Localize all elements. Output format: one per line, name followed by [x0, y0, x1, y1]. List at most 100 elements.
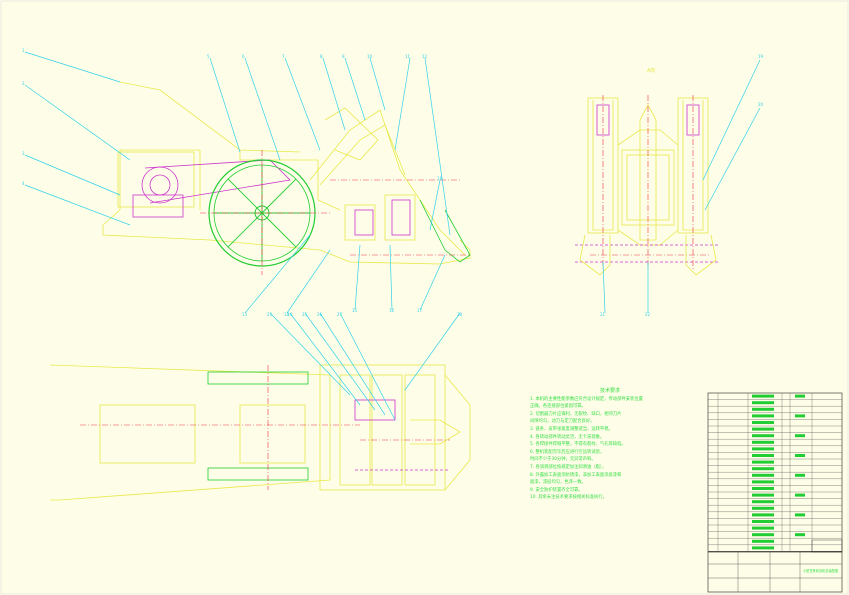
callout-number: 28 — [457, 312, 463, 317]
callout-leader — [209, 57, 241, 153]
left-skid — [579, 234, 611, 276]
side-chain-left — [596, 104, 610, 136]
cross-member — [617, 129, 679, 146]
hidden-gear-plan — [354, 399, 396, 421]
divider-plan — [444, 374, 471, 491]
note-line: 间隙均匀，动刀与定刀配合良好。 — [530, 419, 595, 425]
engine-block — [117, 151, 195, 208]
parts-list-entry — [752, 467, 774, 471]
callout-number: 21 — [600, 312, 606, 317]
callout-number: 3 — [22, 151, 25, 156]
callout-leader — [419, 254, 446, 311]
engine-pulley-hub — [149, 174, 171, 196]
callout-number: 27 — [337, 312, 343, 317]
parts-list-entry — [752, 447, 774, 451]
callout-leader — [702, 59, 761, 181]
callout-leader — [24, 154, 121, 196]
side-view-label: A向 — [647, 67, 655, 74]
callout-number: 20 — [758, 102, 764, 107]
parts-list-entry — [752, 407, 774, 411]
gear-hidden-2 — [391, 199, 411, 236]
callout-leader — [369, 57, 386, 111]
parts-list-entry — [752, 506, 774, 510]
callout-leader — [339, 312, 396, 421]
cutter-blade — [419, 199, 471, 263]
side-chain-right — [686, 104, 700, 136]
callout-number: 9 — [342, 54, 345, 59]
title-block — [707, 539, 843, 593]
parts-list-entry — [752, 394, 774, 398]
header-box-2 — [371, 374, 403, 486]
note-line: 10. 其余未注技术要求按相关标准执行。 — [530, 495, 607, 501]
parts-list-entry — [752, 500, 774, 504]
drive-belt — [144, 159, 291, 204]
note-line: 3. 链条、皮带张紧度调整适当，运转平稳。 — [530, 426, 613, 432]
header-box — [339, 374, 371, 486]
parts-list-entry — [752, 473, 774, 477]
callout-number: 18 — [437, 176, 443, 181]
parts-list-entry — [795, 414, 805, 418]
callout-number: 19 — [758, 54, 764, 59]
callout-leader — [319, 312, 386, 416]
note-line: 2. 切割器刀片应锋利，无裂纹、缺口，相邻刀片 — [530, 411, 622, 417]
upper-frame-line — [119, 81, 301, 153]
callout-number: 7 — [282, 54, 285, 59]
callout-leader — [24, 184, 131, 226]
callout-leader — [602, 261, 606, 314]
frame-member — [239, 150, 341, 211]
callout-number: 13 — [242, 312, 248, 317]
parts-list-entry — [752, 526, 774, 530]
parts-list-entry — [795, 454, 805, 457]
callout-number: 22 — [645, 312, 651, 317]
revision-box — [811, 539, 843, 553]
parts-list-entry — [752, 440, 774, 444]
engine-housing — [102, 149, 201, 226]
frame-outline — [102, 225, 471, 265]
callout-number: 15 — [352, 308, 358, 313]
callout-number: 2 — [22, 81, 25, 86]
callout-leader — [304, 312, 376, 411]
callout-leader — [394, 57, 411, 151]
parts-list-entry — [752, 434, 774, 438]
callout-number: 1 — [22, 48, 25, 53]
parts-list-entry — [752, 513, 774, 517]
gear-plan — [239, 404, 306, 464]
wheel-spoke — [227, 212, 263, 248]
side-view: 19 20 21 22 — [575, 54, 764, 317]
wheel-plan-bottom — [207, 467, 309, 481]
parts-list-entry — [752, 493, 774, 497]
callout-leader — [404, 312, 461, 391]
callout-number: 26 — [317, 312, 323, 317]
callout-number: 12 — [422, 54, 428, 59]
note-line: 时间不少于30分钟，无异常声响。 — [530, 457, 596, 463]
callout-number: 16 — [389, 308, 395, 313]
wheel-plan-top — [207, 371, 309, 385]
note-line: 4. 各转动部件转动灵活，无卡滞现象。 — [530, 434, 605, 440]
callout-number: 5 — [207, 54, 210, 59]
parts-list-entry — [795, 533, 805, 537]
callout-number: 17 — [417, 308, 423, 313]
note-line: 9. 安全防护装置齐全可靠。 — [530, 487, 583, 493]
callout-number: 24 — [287, 312, 293, 317]
engine-plan — [99, 404, 196, 464]
gearbox — [344, 204, 376, 241]
notes-lines: 1. 本机的主要性能参数应符合设计规定，传动部件安装位置 正确，各连接部位紧固可… — [530, 396, 690, 502]
parts-list-entry — [752, 427, 774, 431]
technical-requirements: 技术要求 1. 本机的主要性能参数应符合设计规定，传动部件安装位置 正确，各连接… — [530, 388, 690, 502]
engine-base — [132, 194, 184, 218]
center-divider — [639, 104, 657, 241]
callout-leader — [322, 57, 346, 131]
callout-number: 4 — [22, 181, 25, 186]
header-plan — [319, 364, 446, 491]
parts-list-entry — [752, 539, 774, 543]
gearbox-2 — [384, 194, 416, 241]
wheel-spoke — [227, 178, 263, 214]
callout-leader — [244, 234, 311, 314]
callout-leader — [244, 57, 281, 161]
callout-leader — [424, 57, 451, 236]
gear-hidden — [354, 209, 374, 236]
parts-list-table — [707, 392, 843, 552]
callout-number: 11 — [405, 54, 411, 59]
wheel-spoke — [261, 212, 297, 248]
